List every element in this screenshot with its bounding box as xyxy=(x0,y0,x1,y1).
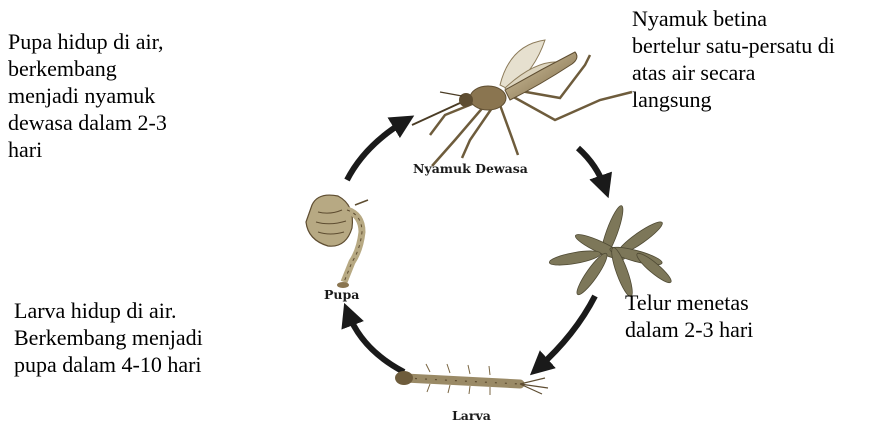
larva-description: Larva hidup di air. Berkembang menjadi p… xyxy=(14,297,284,378)
adult-mosquito-illustration xyxy=(412,40,632,166)
arrow-pupa-to-adult xyxy=(347,121,405,180)
pupa-description: Pupa hidup di air, berkembang menjadi ny… xyxy=(8,28,268,163)
larva-illustration xyxy=(395,364,548,395)
larva-stage-label: Larva xyxy=(452,408,491,423)
adult-description: Nyamuk betina bertelur satu-persatu di a… xyxy=(632,5,882,113)
arrow-larva-to-pupa xyxy=(348,313,404,372)
arrow-egg-to-larva xyxy=(538,296,595,368)
adult-stage-label: Nyamuk Dewasa xyxy=(413,161,528,176)
egg-description: Telur menetas dalam 2-3 hari xyxy=(625,289,875,343)
eggs-illustration xyxy=(548,204,674,299)
arrow-adult-to-egg xyxy=(578,148,605,188)
pupa-stage-label: Pupa xyxy=(324,287,359,302)
pupa-illustration xyxy=(306,195,368,288)
